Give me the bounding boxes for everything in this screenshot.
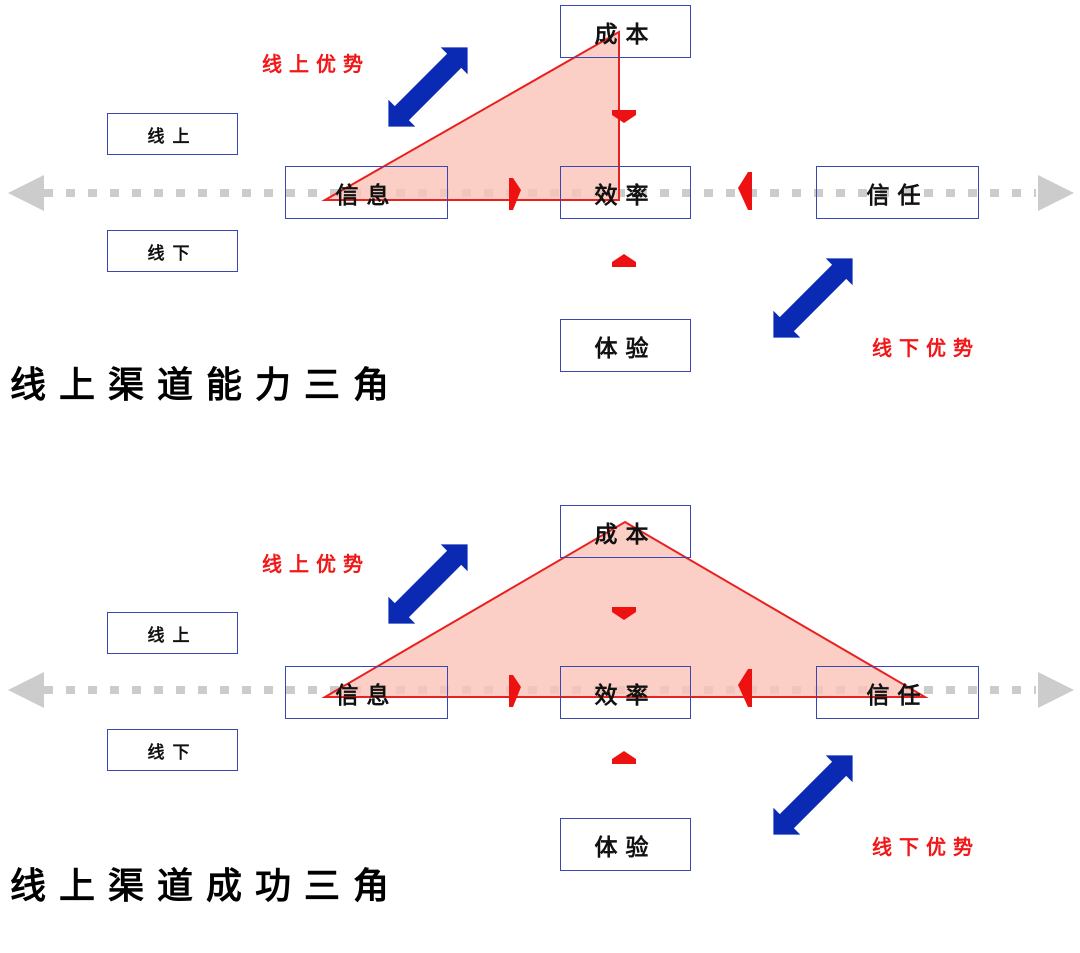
node-efficiency: 效率: [560, 166, 691, 219]
node-experience: 体验: [560, 319, 691, 372]
node-efficiency: 效率: [560, 666, 691, 719]
horizontal-dashed-axis: [8, 175, 1074, 211]
arrow-up-icon: [612, 751, 636, 764]
node-offline: 线下: [107, 230, 238, 272]
axis-right-arrowhead-icon: [1038, 175, 1074, 211]
node-info: 信息: [285, 666, 448, 719]
arrow-right-icon: [509, 675, 521, 707]
node-offline: 线下: [107, 729, 238, 771]
online-advantage-label: 线上优势: [262, 52, 370, 76]
small-red-arrows: [509, 110, 752, 267]
arrow-up-icon: [612, 254, 636, 267]
diagram-panel-bottom: 成本 信息 效率 信任 体验 线上 线下 线上优势 线下优势 线上渠道成功三角: [0, 497, 1080, 953]
arrow-left-icon: [738, 172, 752, 210]
offline-double-arrow-icon: [773, 755, 853, 835]
arrow-down-icon: [612, 110, 636, 123]
node-experience: 体验: [560, 818, 691, 871]
node-cost: 成本: [560, 505, 691, 558]
online-double-arrow-icon: [388, 47, 468, 127]
online-advantage-label: 线上优势: [262, 552, 370, 576]
axis-left-arrowhead-icon: [8, 672, 44, 708]
node-trust: 信任: [816, 166, 979, 219]
node-trust: 信任: [816, 666, 979, 719]
panel-title: 线上渠道能力三角: [10, 364, 403, 406]
arrow-left-icon: [738, 669, 752, 707]
arrow-right-icon: [509, 178, 521, 210]
diagram-panel-top: 成本 信息 效率 信任 体验 线上 线下 线上优势 线下优势 线上渠道能力三角: [0, 0, 1080, 456]
node-info: 信息: [285, 166, 448, 219]
node-online: 线上: [107, 113, 238, 155]
arrow-down-icon: [612, 607, 636, 620]
diagram-graphics: [8, 520, 1074, 835]
offline-advantage-label: 线下优势: [872, 835, 980, 859]
horizontal-dashed-axis: [8, 672, 1074, 708]
online-double-arrow-icon: [388, 544, 468, 624]
diagram-graphics: [8, 30, 1074, 338]
node-cost: 成本: [560, 5, 691, 58]
node-online: 线上: [107, 612, 238, 654]
offline-advantage-label: 线下优势: [872, 336, 980, 360]
axis-left-arrowhead-icon: [8, 175, 44, 211]
axis-right-arrowhead-icon: [1038, 672, 1074, 708]
panel-title: 线上渠道成功三角: [10, 865, 403, 907]
small-red-arrows: [509, 607, 752, 764]
offline-double-arrow-icon: [773, 258, 853, 338]
